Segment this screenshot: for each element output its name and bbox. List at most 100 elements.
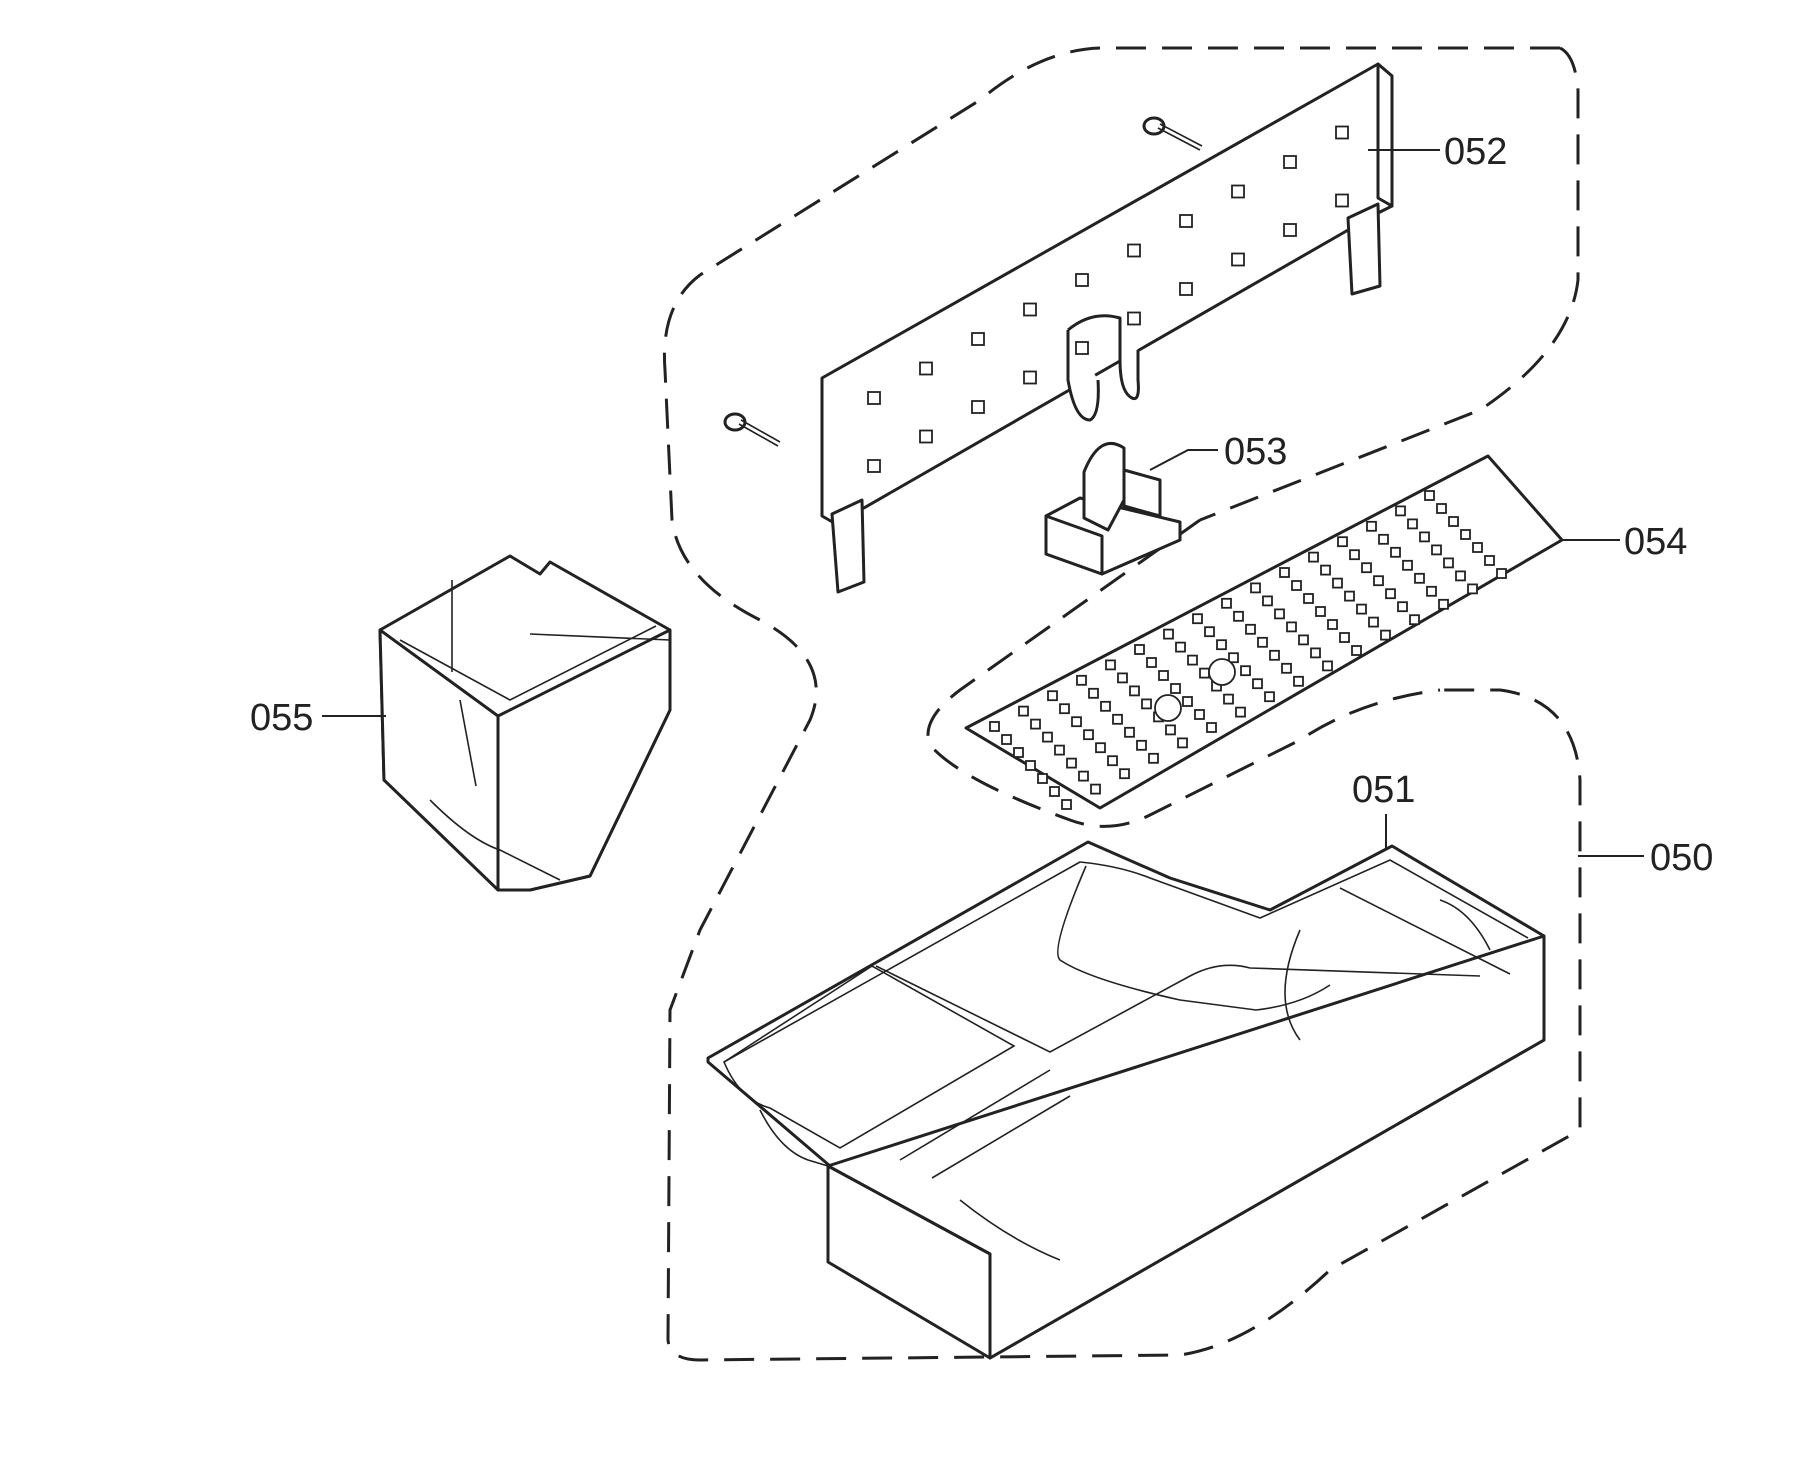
grille-square-hole [1274,608,1285,620]
grille-square-hole [1100,700,1111,712]
grille-square-hole [1030,718,1041,730]
grille-square-hole [1356,603,1367,615]
grille-square-hole [1124,726,1135,738]
panel-square-hole [1283,223,1297,237]
grille-square-hole [1076,674,1087,686]
grille-square-hole [1252,678,1263,690]
grille-square-hole [1436,503,1447,514]
grille-square-hole [1373,575,1384,587]
group-outline-upper [662,46,1582,1362]
grille-square-hole [1221,597,1232,609]
grille-square-hole [1443,557,1454,569]
grille-square-hole [1320,564,1331,576]
grille-square-hole [1339,632,1350,643]
panel-holes [867,125,1349,473]
grille-square-hole [1018,705,1029,717]
grille-square-hole [1107,755,1118,767]
panel-square-hole [1231,184,1245,199]
leader-053 [1149,449,1218,471]
grille-square-hole [1223,693,1234,705]
grille-square-hole [1134,644,1145,655]
grille-square-hole [1165,724,1176,736]
grille-square-hole [1054,744,1065,756]
screw-lower [723,412,781,447]
grille-square-hole [1013,747,1024,758]
grille-square-hole [1228,652,1239,664]
grille-square-hole [1047,690,1058,702]
grille-square-hole [1001,734,1012,745]
panel-square-hole [1127,243,1141,258]
grille-square-hole [1368,616,1379,628]
screw-upper [1142,116,1203,151]
grille-square-hole [1095,742,1106,754]
part-052-panel [723,62,1394,594]
panel-square-hole [1023,302,1037,317]
grille-square-hole [1431,544,1442,556]
grille-square-hole [1177,737,1188,749]
grille-square-hole [1042,731,1053,743]
grille-square-hole [1291,580,1302,591]
grille-square-hole [1337,536,1348,548]
grille-square-hole [1233,610,1244,622]
grille-square-hole [1262,595,1273,607]
panel-square-hole [1075,341,1089,355]
grille-square-hole [1402,559,1413,571]
panel-square-hole [919,429,933,444]
grille-square-hole [1235,706,1246,718]
grille-square-hole [1206,722,1217,733]
grille-square-hole [1059,703,1070,715]
grille-square-hole [1448,516,1459,527]
panel-square-hole [1283,155,1297,169]
grille-square-hole [1240,665,1251,677]
grille-square-hole [1397,601,1408,613]
grille-square-hole [1187,654,1198,666]
grille-square-hole [1279,567,1290,578]
grille-square-hole [1049,786,1060,797]
grille-square-hole [1066,757,1077,769]
grille-square-hole [1250,582,1261,594]
grille-square-hole [1204,626,1215,638]
grille-square-hole [1071,716,1082,728]
grille-square-hole [1286,621,1297,633]
grille-square-hole [1315,606,1326,617]
label-050: 050 [1650,837,1713,879]
grille-square-hole [1136,739,1147,751]
grille-square-hole [1426,585,1437,597]
grille-square-hole [1395,505,1406,517]
label-054: 054 [1624,521,1687,563]
grille-square-hole [1264,691,1275,703]
grille-square-hole [1148,752,1159,764]
grille-square-hole [1281,662,1292,674]
grille-square-hole [1170,683,1181,694]
grille-square-hole [1390,546,1401,558]
panel-square-hole [1179,282,1193,296]
label-055: 055 [250,697,313,739]
grille-square-hole [1269,649,1280,661]
grille-square-hole [1112,713,1123,725]
grille-square-hole [1293,675,1304,687]
grille-square-hole [1349,549,1360,561]
part-053-clip [1044,442,1182,576]
grille-square-hole [1407,518,1418,530]
grille-square-hole [1380,629,1391,641]
grille-square-hole [1344,590,1355,602]
grille-square-hole [1310,647,1321,659]
grille-square-hole [1303,593,1314,604]
grille-square-hole [1414,572,1425,584]
grille-square-hole [1078,770,1089,782]
grille-square-hole [1105,659,1116,671]
grille-square-hole [1025,760,1036,771]
panel-square-hole [1231,252,1245,267]
group-outline-upper-right [1199,46,1580,522]
grille-square-hole [1460,529,1471,540]
grille-square-hole [1378,533,1389,545]
panel-square-hole [971,332,985,346]
grille-square-hole [1083,729,1094,741]
panel-square-hole [867,391,881,405]
grille-square-hole [1119,768,1130,780]
grille-square-hole [1409,614,1420,626]
panel-square-hole [919,361,933,376]
grille-square-hole [1129,685,1140,697]
grille-square-hole [1472,542,1483,553]
